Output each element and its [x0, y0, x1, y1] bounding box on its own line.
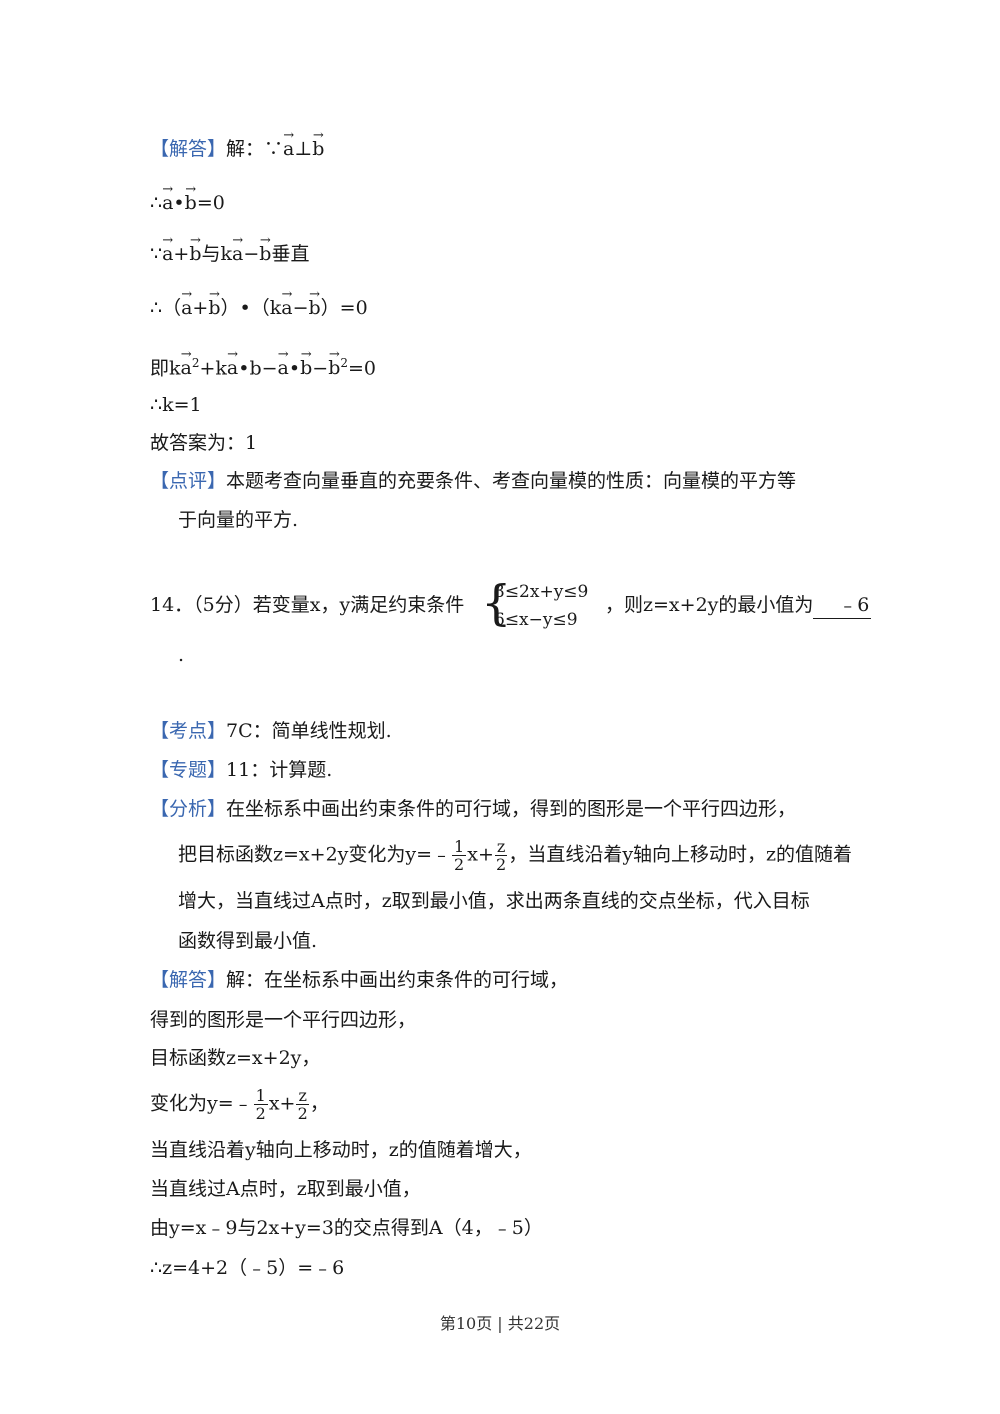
zhuanti-line: 【专题】11：计算题.	[150, 759, 333, 781]
solution1-line6: ∴k=1	[150, 394, 202, 416]
comment-line1: 【点评】本题考查向量垂直的充要条件、考查向量模的性质：向量模的平方等	[150, 470, 797, 492]
vector-a: a	[283, 136, 294, 162]
fenxi-line3: 增大，当直线过A点时，z取到最小值，求出两条直线的交点坐标，代入目标	[178, 890, 810, 912]
fenxi-line4: 函数得到最小值.	[178, 930, 318, 952]
solution1-answer: 故答案为：1	[150, 432, 258, 454]
constraint-brace: {	[481, 575, 512, 631]
solution1-line3: ∵a+b与ka−b垂直	[150, 241, 309, 267]
comment-line2: 于向量的平方.	[178, 509, 299, 531]
constraint-ineq1: 3≤2x+y≤9	[494, 582, 589, 602]
solution2-line8: ∴z=4+2（﹣5）=﹣6	[150, 1257, 345, 1279]
solution2-line3: 目标函数z=x+2y，	[150, 1047, 321, 1069]
solution1-line1: 【解答】解：∵a⊥b	[150, 136, 324, 162]
solution1-line4: ∴（a+b）•（ka−b）=0	[150, 295, 368, 321]
solution2-line5: 当直线沿着y轴向上移动时，z的值随着增大，	[150, 1139, 532, 1161]
fenxi-tag: 【分析】	[150, 798, 227, 820]
q14-answer-blank: ﹣6	[813, 592, 872, 619]
comment-tag: 【点评】	[150, 470, 227, 492]
vector-b: b	[312, 136, 324, 162]
constraint-ineq2: 6≤x−y≤9	[494, 610, 578, 630]
solution1-line5: 即ka2+ka•b−a•b−b2=0	[150, 350, 376, 381]
q14-suffix: ，则z=x+2y的最小值为﹣6	[605, 592, 872, 619]
solution2-line2: 得到的图形是一个平行四边形，	[150, 1009, 417, 1031]
solution-tag: 【解答】	[150, 969, 227, 991]
q14-prefix: 14．（5分）若变量x，y满足约束条件	[150, 594, 465, 616]
kaodian-line: 【考点】7C：简单线性规划.	[150, 720, 392, 742]
solution-tag: 【解答】	[150, 138, 227, 160]
solution2-line1: 【解答】解：在坐标系中画出约束条件的可行域，	[150, 969, 569, 991]
fenxi-line1: 【分析】在坐标系中画出约束条件的可行域，得到的图形是一个平行四边形，	[150, 798, 797, 820]
solution1-line2: ∴a•b=0	[150, 190, 225, 216]
q14-period: .	[178, 644, 185, 666]
solution2-line6: 当直线过A点时，z取到最小值，	[150, 1178, 421, 1200]
kaodian-tag: 【考点】	[150, 720, 227, 742]
solution2-line7: 由y=x﹣9与2x+y=3的交点得到A（4，﹣5）	[150, 1217, 543, 1239]
zhuanti-tag: 【专题】	[150, 759, 227, 781]
page-footer: 第10页 | 共22页	[439, 1314, 561, 1333]
